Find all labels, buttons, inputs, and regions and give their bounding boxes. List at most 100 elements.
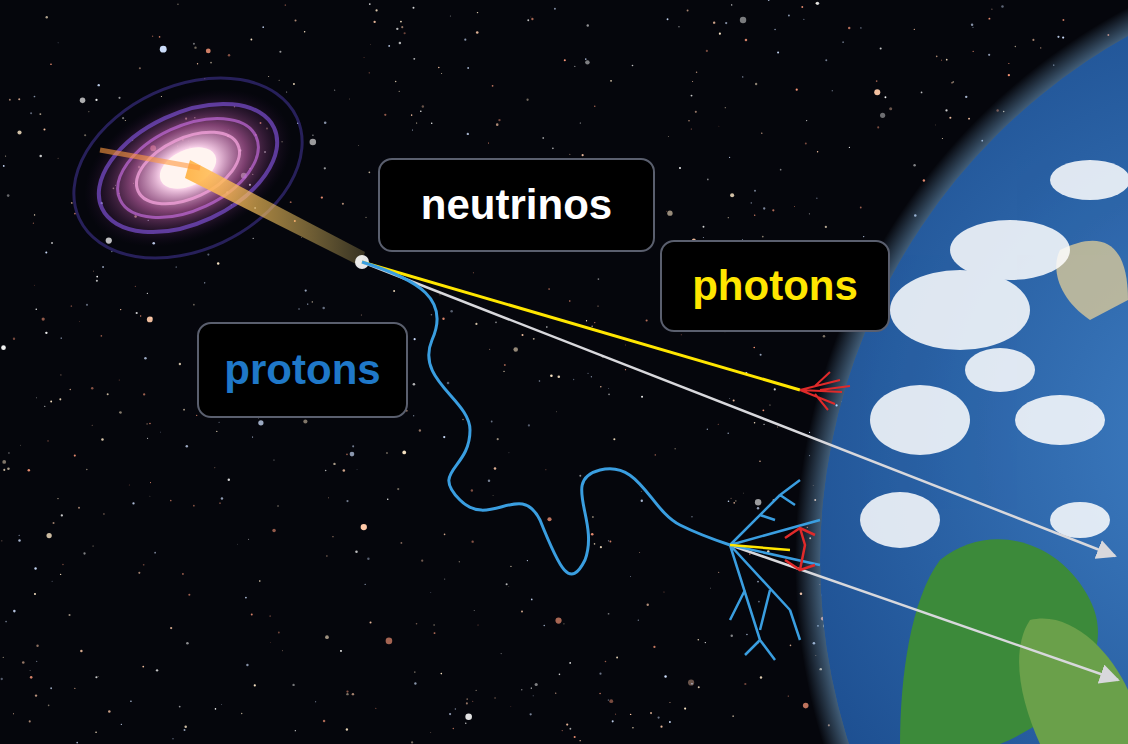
star (591, 533, 594, 536)
star (430, 591, 432, 593)
star (188, 594, 190, 596)
star (592, 516, 594, 518)
star (118, 97, 120, 99)
star (84, 134, 86, 136)
galaxy (45, 43, 332, 293)
star (842, 41, 844, 43)
star (885, 96, 887, 98)
star (914, 29, 915, 30)
star (130, 700, 132, 702)
star (147, 438, 148, 439)
star (204, 282, 205, 283)
star (488, 479, 490, 481)
star (420, 110, 421, 111)
star (363, 56, 365, 58)
star (687, 10, 689, 12)
star (777, 426, 779, 428)
star (728, 500, 730, 502)
star (45, 332, 47, 334)
star (3, 165, 5, 167)
star (43, 129, 45, 131)
star (498, 119, 500, 121)
star (640, 490, 642, 492)
star (156, 669, 158, 671)
star (36, 645, 38, 647)
star (728, 217, 729, 218)
star (108, 710, 111, 713)
star (579, 475, 581, 477)
star (674, 448, 676, 450)
proton-shower (730, 480, 820, 660)
star (159, 36, 161, 38)
particle-label: neutrinos (421, 182, 612, 228)
star (566, 724, 568, 726)
star (248, 538, 250, 540)
star (246, 664, 248, 666)
star (706, 50, 708, 52)
star (582, 154, 584, 156)
star (936, 56, 938, 58)
star (252, 436, 253, 437)
star (342, 203, 344, 205)
star (386, 638, 393, 645)
star (47, 440, 48, 441)
star (913, 164, 915, 166)
star (387, 499, 389, 501)
star (278, 632, 280, 634)
star (508, 452, 510, 454)
star (369, 3, 371, 5)
star (293, 83, 295, 85)
star (194, 46, 196, 48)
star (1001, 5, 1004, 8)
star (80, 98, 86, 104)
star (653, 646, 655, 648)
star (608, 393, 610, 395)
star (591, 326, 592, 327)
air-shower (785, 528, 815, 570)
star (579, 740, 580, 741)
star (193, 43, 195, 45)
star (326, 555, 327, 556)
star (598, 278, 600, 280)
star (1, 540, 2, 541)
star (743, 492, 745, 494)
star (1040, 47, 1041, 48)
star (475, 690, 476, 691)
star (35, 694, 37, 696)
star (51, 242, 53, 244)
star (731, 635, 733, 637)
star (413, 58, 415, 60)
star (550, 374, 553, 377)
star (608, 540, 609, 541)
star (555, 618, 561, 624)
star (796, 89, 798, 91)
star (292, 684, 294, 686)
star (710, 587, 712, 589)
star (103, 513, 105, 515)
star (638, 620, 639, 621)
star (414, 671, 416, 673)
star (176, 267, 177, 268)
star (660, 726, 662, 728)
star (696, 71, 697, 72)
star (554, 8, 556, 10)
star (413, 415, 414, 416)
star (254, 684, 256, 686)
star (102, 266, 104, 268)
star (52, 581, 53, 582)
star (419, 429, 421, 431)
star (488, 142, 489, 143)
star (679, 167, 681, 169)
star (703, 226, 705, 228)
star (477, 12, 478, 13)
star (504, 364, 506, 366)
star (763, 207, 765, 209)
star (279, 51, 281, 53)
star (594, 106, 595, 107)
star (215, 708, 217, 710)
star (825, 226, 827, 228)
star (88, 111, 90, 113)
star (365, 584, 366, 585)
star (535, 683, 538, 686)
star (34, 214, 35, 215)
